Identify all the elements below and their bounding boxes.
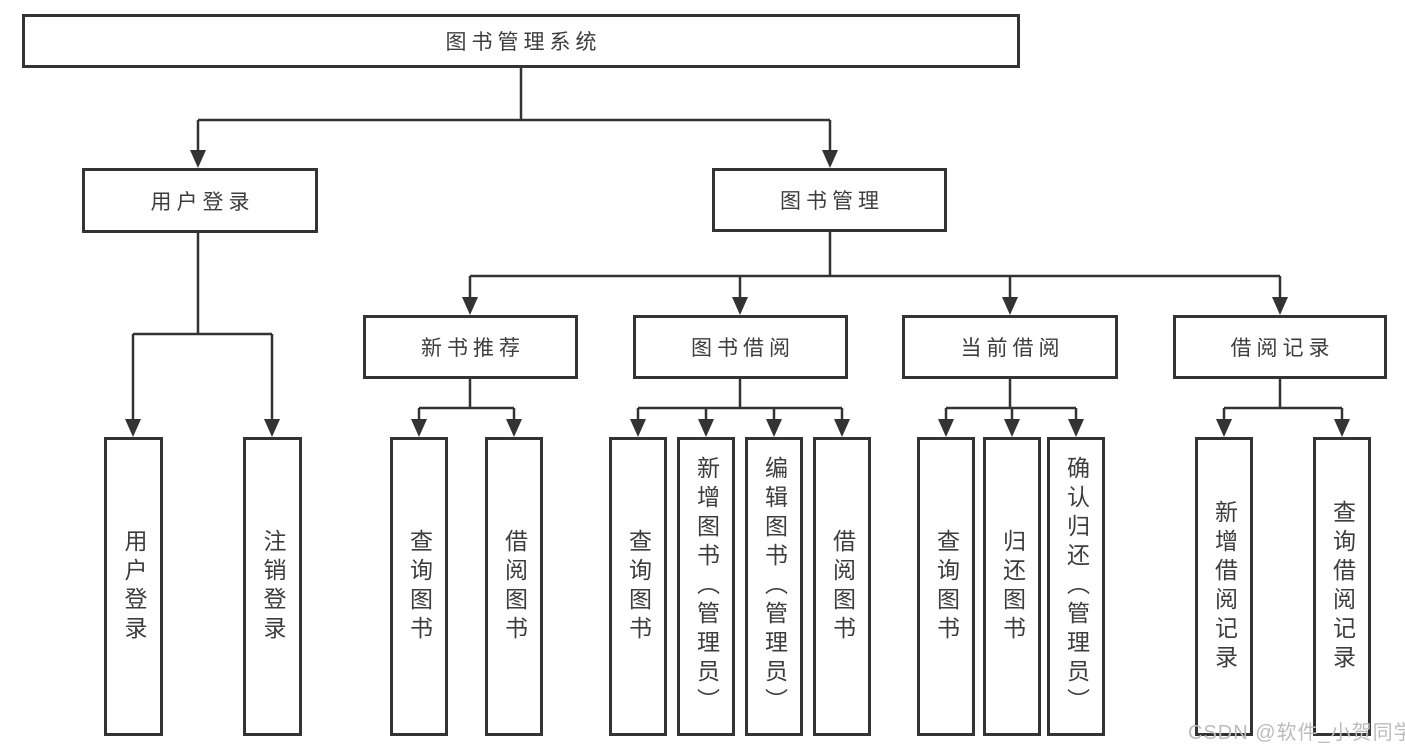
leaf-borrow-books: 借阅图书 — [813, 437, 871, 736]
watermark-text: CSDN @软件_小贺同学 — [1188, 722, 1405, 744]
leaf-add-borrow-record: 新增借阅记录 — [1195, 437, 1253, 736]
leaf-query-books-borrow: 查询图书 — [609, 437, 667, 736]
leaf-return-book: 归还图书 — [983, 437, 1041, 736]
node-root: 图书管理系统 — [22, 14, 1020, 68]
leaf-query-borrow-record: 查询借阅记录 — [1313, 437, 1371, 736]
leaf-query-books-recommend: 查询图书 — [390, 437, 448, 736]
node-current-borrow: 当前借阅 — [902, 315, 1118, 379]
node-borrow-records: 借阅记录 — [1173, 315, 1387, 379]
node-user-login: 用户登录 — [82, 168, 318, 233]
leaf-add-book-admin: 新增图书（管理员） — [677, 437, 735, 736]
leaf-borrow-books-recommend: 借阅图书 — [485, 437, 543, 736]
leaf-logout: 注销登录 — [243, 437, 302, 736]
leaf-user-login: 用户登录 — [104, 437, 163, 736]
node-book-borrow: 图书借阅 — [633, 315, 848, 379]
node-book-management: 图书管理 — [712, 168, 947, 232]
leaf-confirm-return-admin: 确认归还（管理员） — [1047, 437, 1105, 736]
node-new-book-recommend: 新书推荐 — [363, 315, 578, 379]
leaf-edit-book-admin: 编辑图书（管理员） — [745, 437, 803, 736]
leaf-query-books-current: 查询图书 — [917, 437, 975, 736]
